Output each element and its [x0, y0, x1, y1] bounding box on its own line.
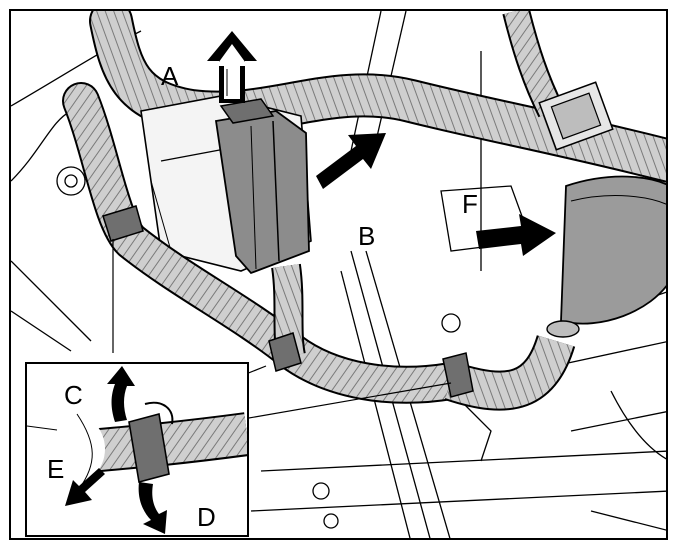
arrow-f-icon [476, 214, 556, 256]
right-connector [538, 81, 614, 151]
detail-inset: C E D [25, 362, 249, 537]
diagram-frame: A B F C E [9, 9, 668, 540]
arrow-a-icon [207, 31, 257, 103]
arrow-c-icon [107, 366, 135, 422]
clamp-detail-illustration [27, 366, 247, 534]
arrow-b-icon [316, 133, 386, 189]
arrow-d-icon [138, 482, 167, 534]
clamp-right [442, 352, 474, 398]
module-box [140, 95, 312, 275]
clamp-middle [268, 332, 302, 372]
large-grey-connector [546, 175, 666, 338]
engine-bay-illustration [11, 11, 666, 538]
arrow-e-icon [65, 468, 105, 506]
clamp-left [102, 205, 144, 242]
